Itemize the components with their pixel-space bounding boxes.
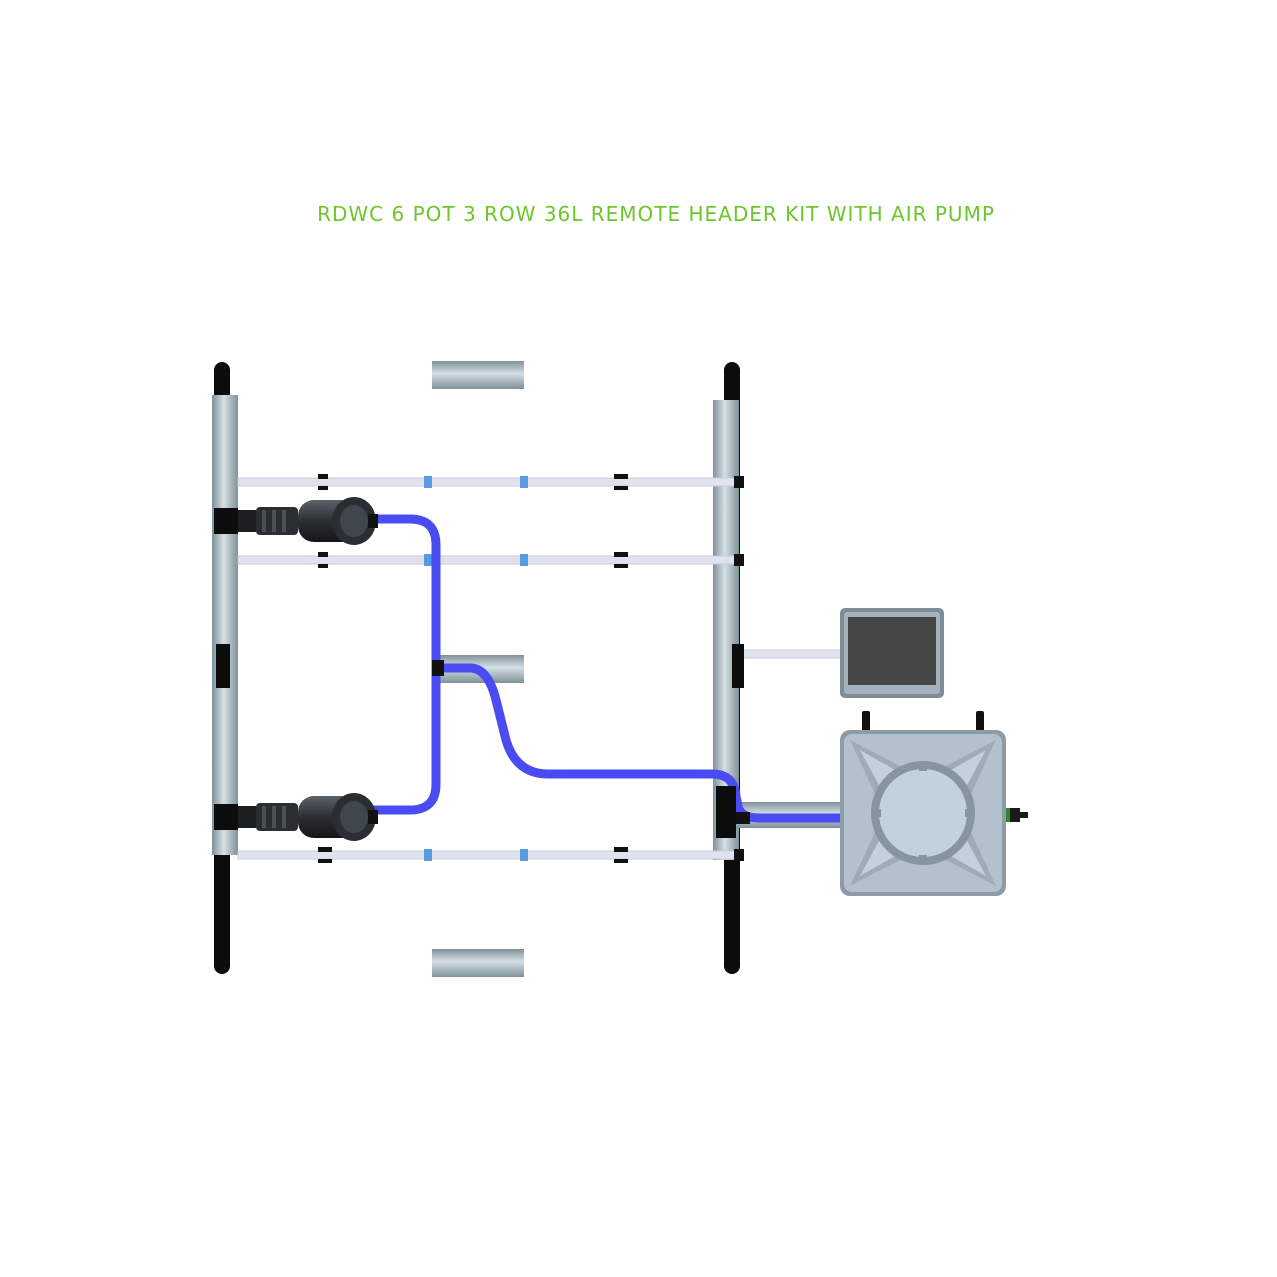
hose-fittings bbox=[432, 660, 750, 838]
row3-link-pipe bbox=[432, 949, 524, 977]
remote-header-tank bbox=[840, 711, 1028, 896]
water-pump-1 bbox=[214, 497, 378, 545]
air-pump bbox=[840, 608, 944, 698]
row1-link-pipe bbox=[432, 361, 524, 389]
right-manifold-fittings bbox=[732, 644, 744, 688]
left-manifold-pipe bbox=[212, 395, 238, 855]
left-manifold-fittings bbox=[216, 644, 230, 688]
water-pump-2 bbox=[214, 793, 378, 841]
air-line-tees bbox=[318, 474, 744, 863]
